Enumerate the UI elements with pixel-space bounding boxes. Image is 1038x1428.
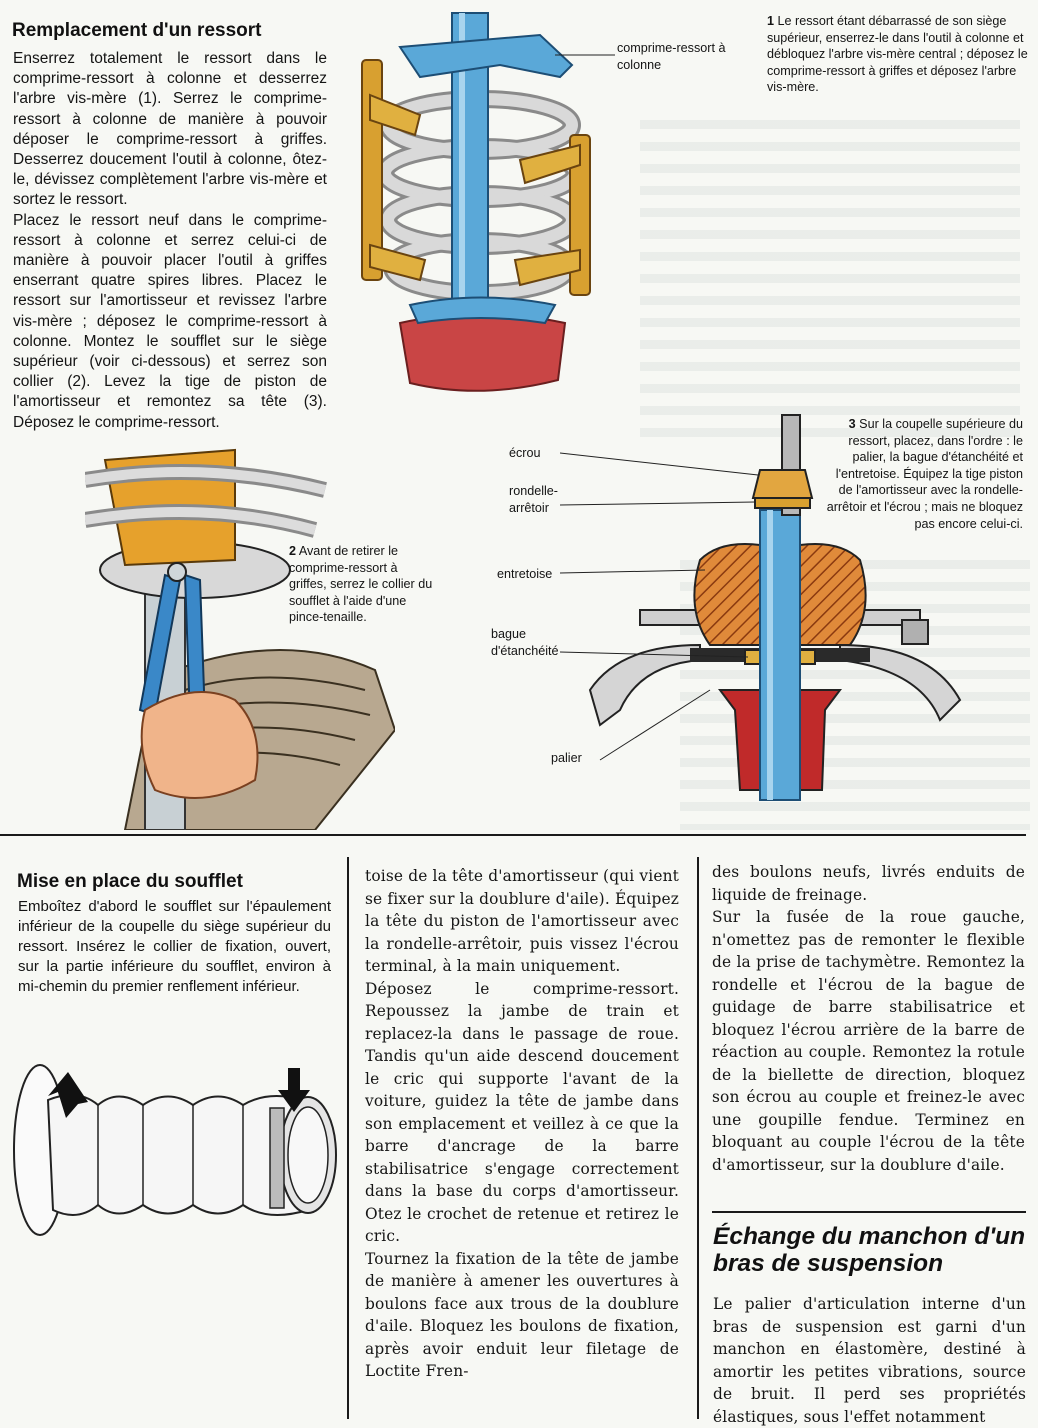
figure-boot-illustration <box>13 1064 337 1236</box>
section-title-soufflet: Mise en place du soufflet <box>17 871 243 892</box>
figure-1-spring-compressor <box>361 12 615 392</box>
label-ecrou: écrou <box>509 446 541 460</box>
caption-number: 2 <box>289 544 297 558</box>
paragraph: Sur la fusée de la roue gauche, n'omette… <box>712 908 1025 1174</box>
caption-figure-3: 3 Sur la coupelle supérieure du ressort,… <box>823 416 1023 532</box>
label-palier: palier <box>551 751 582 765</box>
bleed-through-texture <box>640 120 1020 450</box>
paragraph: des boulons neufs, livrés enduits de liq… <box>712 863 1025 904</box>
caption-number: 3 <box>848 417 856 431</box>
paragraph: Placez le ressort neuf dans le comprime-… <box>13 211 327 431</box>
section-text-manchon: Le palier d'articulation interne d'un br… <box>713 1295 1026 1426</box>
horizontal-divider <box>0 834 1026 836</box>
caption-text: Sur la coupelle supérieure du ressort, p… <box>826 417 1023 531</box>
column-divider <box>697 857 699 1419</box>
figure-2-pliers-illustration <box>85 448 395 830</box>
column-divider <box>347 857 349 1419</box>
section-title-ressort: Remplacement d'un ressort <box>12 20 262 41</box>
paragraph: Enserrez totalement le ressort dans le c… <box>13 50 327 209</box>
caption-text: Le ressort étant débarrassé de son siège… <box>767 14 1028 95</box>
section-title-manchon: Échange du manchon d'un bras de suspensi… <box>713 1223 1026 1277</box>
section-text-soufflet: Emboîtez d'abord le soufflet sur l'épaul… <box>18 898 331 995</box>
body-column-3: des boulons neufs, livrés enduits de liq… <box>712 861 1025 1176</box>
section-title-rule <box>712 1211 1026 1213</box>
label-comprime-ressort: comprime-ressort à colonne <box>617 41 726 72</box>
figure-3-cross-section <box>560 414 962 801</box>
caption-text: Avant de retirer le comprime-ressort à g… <box>289 544 433 625</box>
section-text-ressort: Enserrez totalement le ressort dans le c… <box>13 49 327 433</box>
paragraph: Tournez la fixation de la tête de jambe … <box>365 1249 679 1381</box>
label-rondelle-arretoir: rondelle-arrêtoir <box>509 484 559 515</box>
caption-number: 1 <box>767 14 775 28</box>
caption-figure-2: 2 Avant de retirer le comprime-ressort à… <box>289 543 434 626</box>
label-bague-etancheite: bague d'étanchéité <box>491 627 559 658</box>
label-entretoise: entretoise <box>497 567 553 581</box>
caption-figure-1: 1 Le ressort étant débarrassé de son siè… <box>767 13 1029 96</box>
body-column-2: toise de la tête d'amortisseur (qui vien… <box>365 865 679 1383</box>
paragraph: Déposez le comprime-ressort. Repoussez l… <box>365 979 679 1246</box>
paragraph: toise de la tête d'amortisseur (qui vien… <box>365 867 679 975</box>
